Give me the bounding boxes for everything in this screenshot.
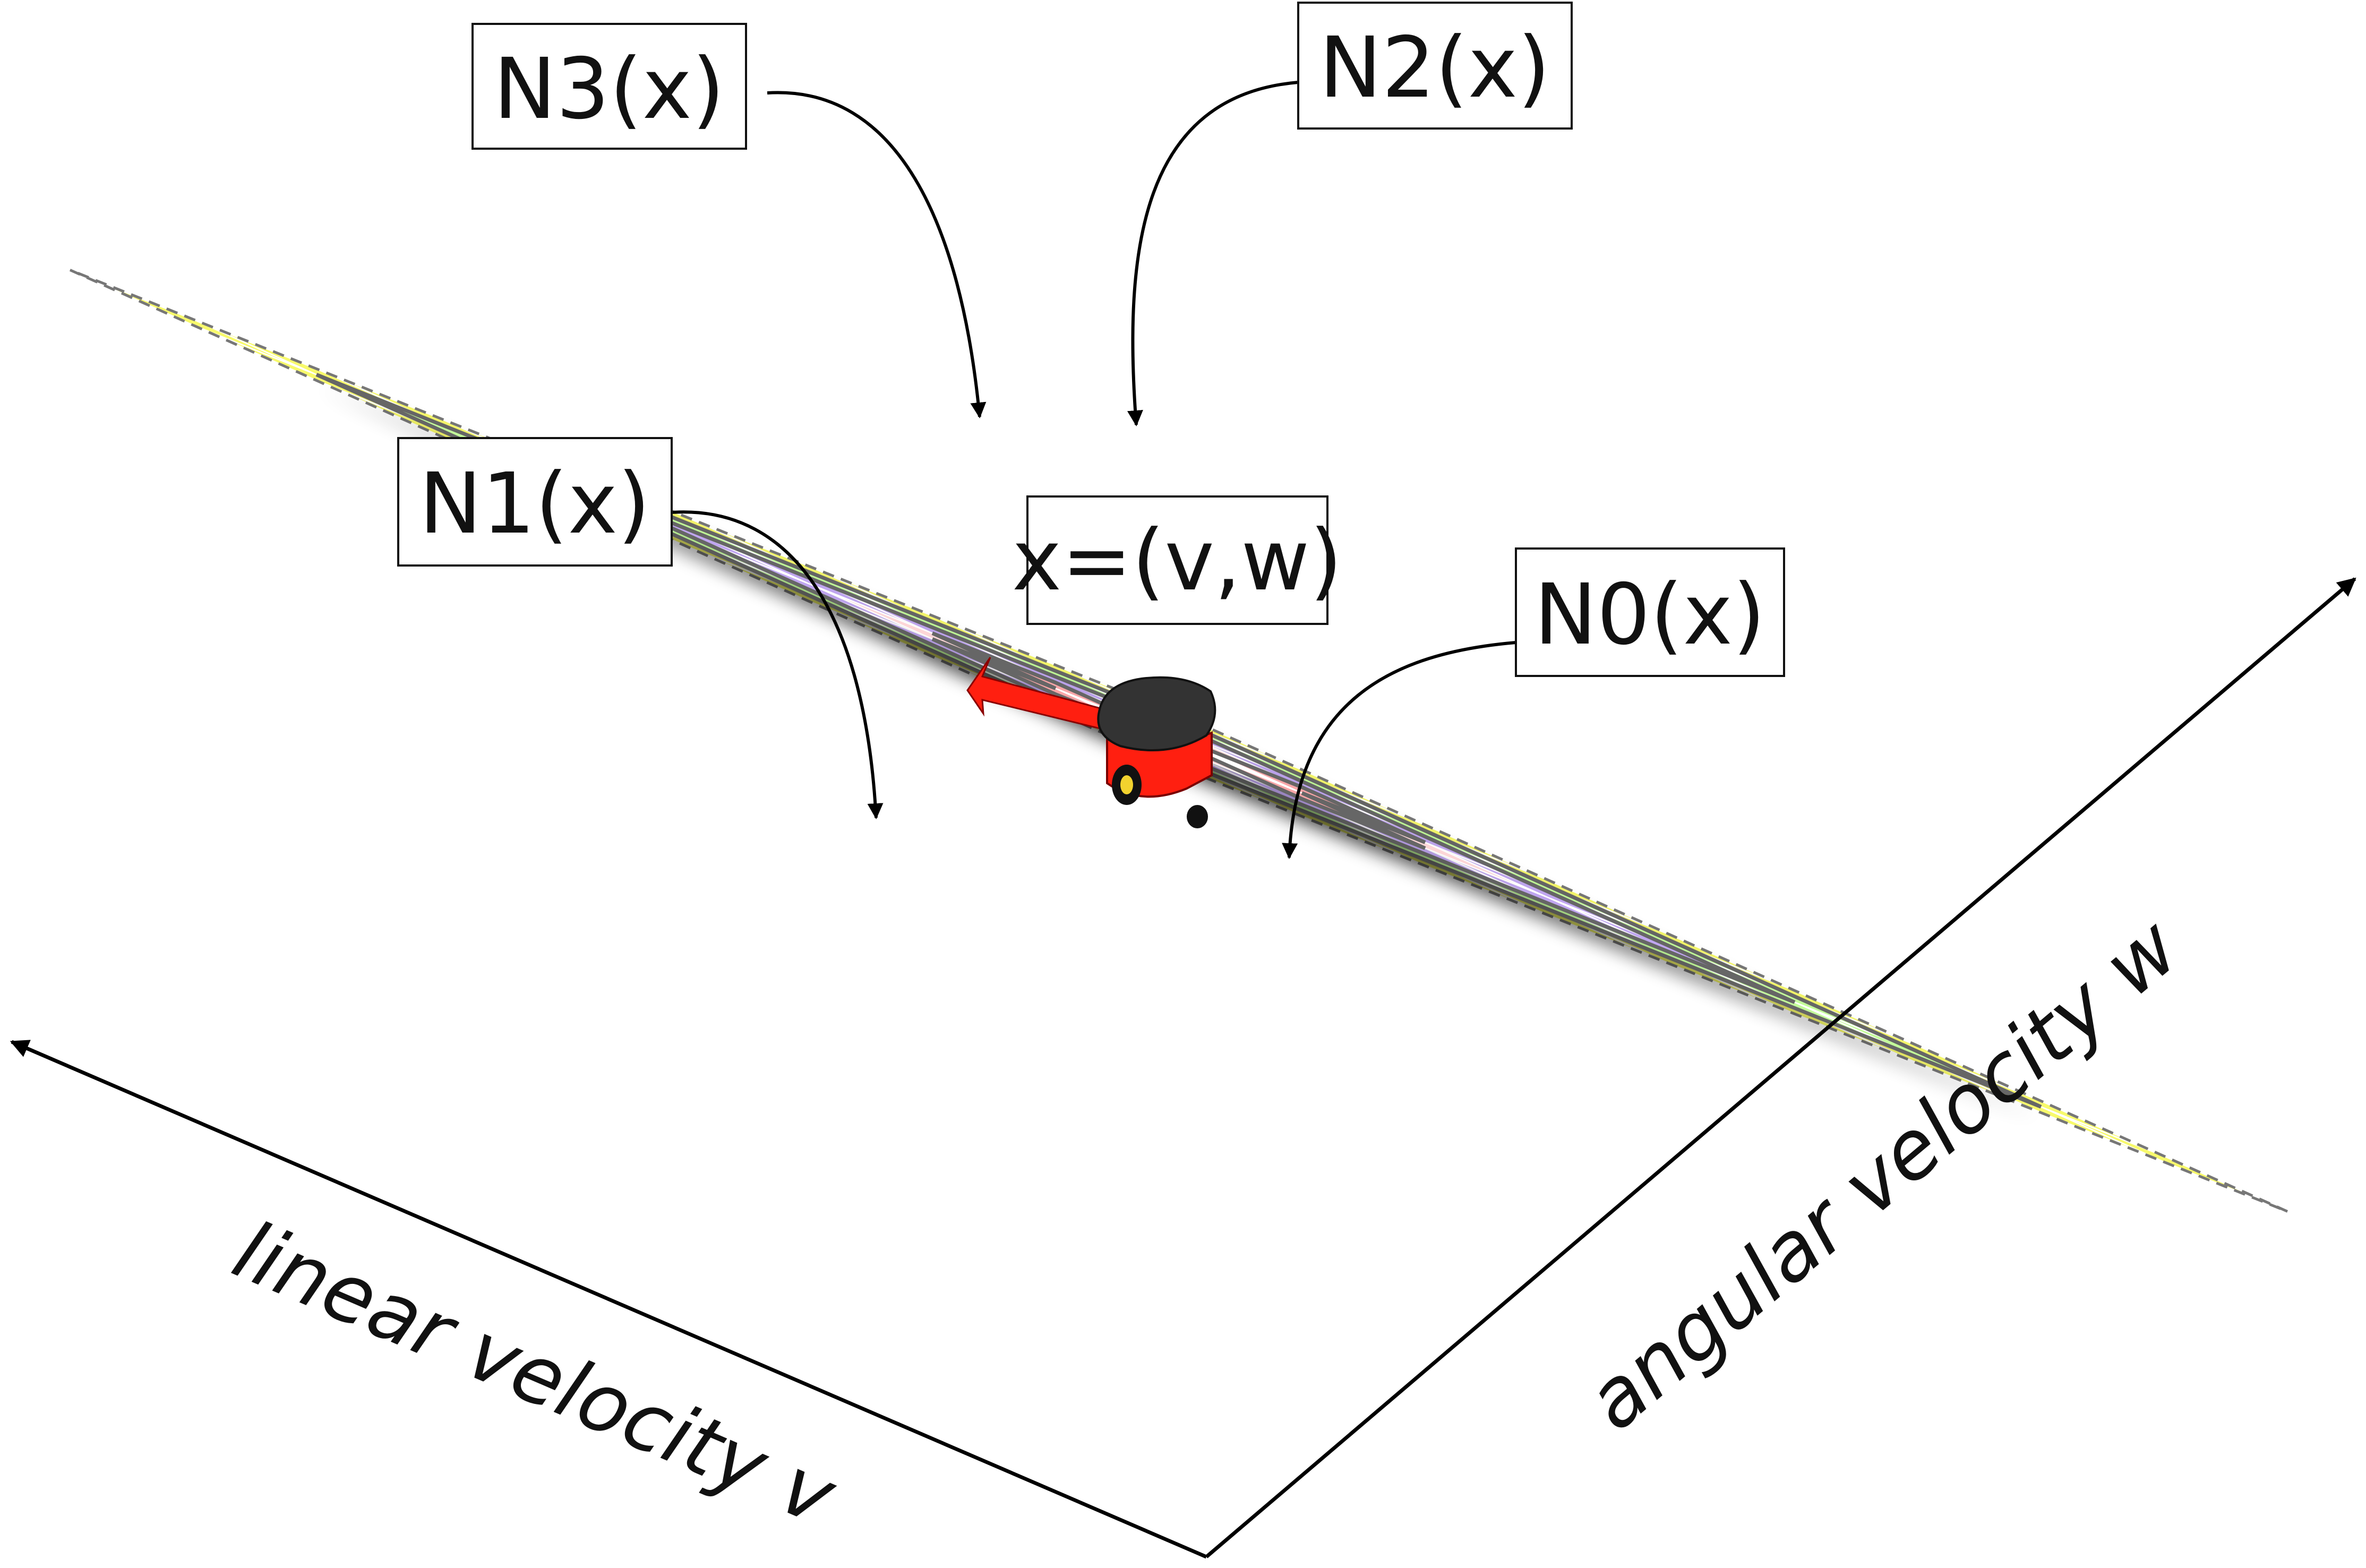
- n1-callout-arrow: [671, 510, 884, 819]
- n0-callout-arrow: [1282, 641, 1516, 859]
- n0-label: N0(x): [1534, 566, 1765, 664]
- n2-callout-arrow: [1127, 81, 1299, 426]
- robot-wheel-hub: [1120, 775, 1133, 794]
- n3-callout-arrow: [767, 91, 987, 418]
- center-state-label: x=(v,w): [1012, 512, 1342, 610]
- n3-cell: [102, 284, 285, 361]
- center-label-box: x=(v,w): [1012, 495, 1342, 625]
- n0-frame: [931, 631, 1426, 850]
- linear-velocity-label: linear velocity v: [221, 1203, 850, 1544]
- n0-label-box: N0(x): [1515, 547, 1785, 677]
- linear-velocity-axis: [10, 1040, 1207, 1559]
- n3-label: N3(x): [493, 40, 725, 138]
- n3-cell: [2073, 1120, 2256, 1198]
- n2-label-box: N2(x): [1297, 2, 1573, 130]
- n1-label: N1(x): [419, 455, 650, 553]
- robot-top: [1097, 676, 1216, 752]
- n2-label: N2(x): [1319, 19, 1550, 117]
- n1-label-box: N1(x): [397, 437, 673, 567]
- robot-caster: [1187, 805, 1208, 828]
- mobile-robot-icon: [966, 657, 1216, 828]
- callout-arrows: [671, 81, 1516, 859]
- angular-velocity-axis: [1205, 577, 2356, 1558]
- n3-label-box: N3(x): [472, 23, 747, 150]
